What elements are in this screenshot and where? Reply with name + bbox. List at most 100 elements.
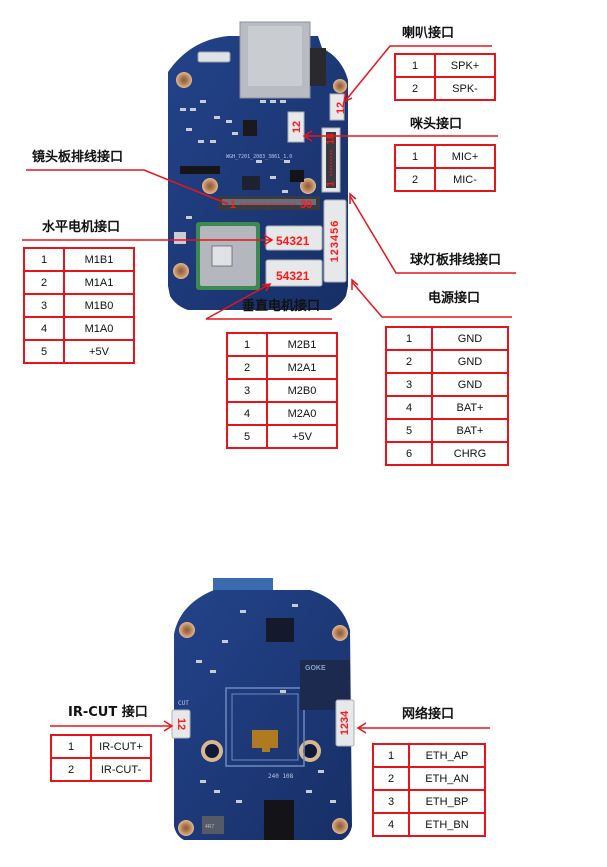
pin-number: 2 <box>372 766 410 791</box>
pin-number: 1 <box>394 144 436 169</box>
pin-signal: ETH_BN <box>408 812 486 837</box>
pin-signal: +5V <box>266 424 338 449</box>
pin-number: 3 <box>23 293 65 318</box>
pin-signal: IR-CUT- <box>90 757 152 782</box>
pin-signal: CHRG <box>431 441 509 466</box>
table-row: 5+5V <box>23 339 135 364</box>
v-motor-pin-label: 54321 <box>276 269 310 283</box>
pin-signal: M2B1 <box>266 332 338 357</box>
pin-signal: BAT+ <box>431 395 509 420</box>
pin-number: 3 <box>372 789 410 814</box>
eth-title: 网络接口 <box>402 707 455 722</box>
pin-signal: GND <box>431 372 509 397</box>
pin-number: 2 <box>394 76 436 101</box>
lens-fpc-start-label: 1 <box>230 199 236 211</box>
pin-number: 4 <box>385 395 433 420</box>
pin-signal: GND <box>431 349 509 374</box>
pin-number: 2 <box>23 270 65 295</box>
pin-number: 5 <box>385 418 433 443</box>
pin-number: 1 <box>385 326 433 351</box>
pin-signal: M1A0 <box>63 316 135 341</box>
eth-pin-label: 1234 <box>339 710 351 735</box>
ball-fpc-title: 球灯板排线接口 <box>410 253 502 268</box>
pin-number: 5 <box>226 424 268 449</box>
pin-signal: M1A1 <box>63 270 135 295</box>
pin-signal: M2A1 <box>266 355 338 380</box>
silk-cut: CUT <box>178 700 189 707</box>
v-motor-title: 垂直电机接口 <box>242 299 321 314</box>
pin-number: 1 <box>226 332 268 357</box>
pin-signal: ETH_AN <box>408 766 486 791</box>
pin-signal: M2A0 <box>266 401 338 426</box>
bottom-board: GOKE 4R7 240 108 CUT 12 1234 <box>171 578 355 840</box>
pin-number: 2 <box>385 349 433 374</box>
speaker-title: 喇叭接口 <box>402 26 455 41</box>
h-motor-title: 水平电机接口 <box>42 220 121 235</box>
pin-signal: +5V <box>63 339 135 364</box>
pin-number: 3 <box>226 378 268 403</box>
pin-number: 1 <box>394 53 436 78</box>
pin-number: 2 <box>226 355 268 380</box>
pin-number: 2 <box>50 757 92 782</box>
power-pin-label: 123456 <box>329 220 341 263</box>
pin-number: 6 <box>385 441 433 466</box>
pin-number: 2 <box>394 167 436 192</box>
pin-number: 4 <box>226 401 268 426</box>
ircut-pin-label: 12 <box>175 718 187 730</box>
mic-pin-label: 12 <box>291 121 303 133</box>
pin-signal: SPK+ <box>434 53 496 78</box>
pin-number: 1 <box>372 743 410 768</box>
power-title: 电源接口 <box>428 291 481 306</box>
chip-brand: GOKE <box>305 665 326 672</box>
pin-signal: BAT+ <box>431 418 509 443</box>
speaker-pin-label: 12 <box>335 102 347 114</box>
pin-signal: GND <box>431 326 509 351</box>
pin-number: 3 <box>385 372 433 397</box>
pin-number: 4 <box>372 812 410 837</box>
pin-signal: MIC+ <box>434 144 496 169</box>
h-motor-pin-label: 54321 <box>276 234 310 248</box>
lens-fpc-end-label: 30 <box>300 199 312 211</box>
pin-number: 1 <box>50 734 92 759</box>
lens-fpc-title: 镜头板排线接口 <box>32 150 124 165</box>
pin-signal: M2B0 <box>266 378 338 403</box>
mic-title: 咪头接口 <box>410 117 463 132</box>
pin-signal: M1B0 <box>63 293 135 318</box>
pin-signal: MIC- <box>434 167 496 192</box>
pin-signal: M1B1 <box>63 247 135 272</box>
ircut-title: IR-CUT 接口 <box>68 705 148 720</box>
pin-signal: ETH_AP <box>408 743 486 768</box>
pin-signal: IR-CUT+ <box>90 734 152 759</box>
ball-fpc-end-label: 18 <box>326 133 337 145</box>
pin-number: 1 <box>23 247 65 272</box>
bottom-board-marking: 240 108 <box>268 773 294 780</box>
